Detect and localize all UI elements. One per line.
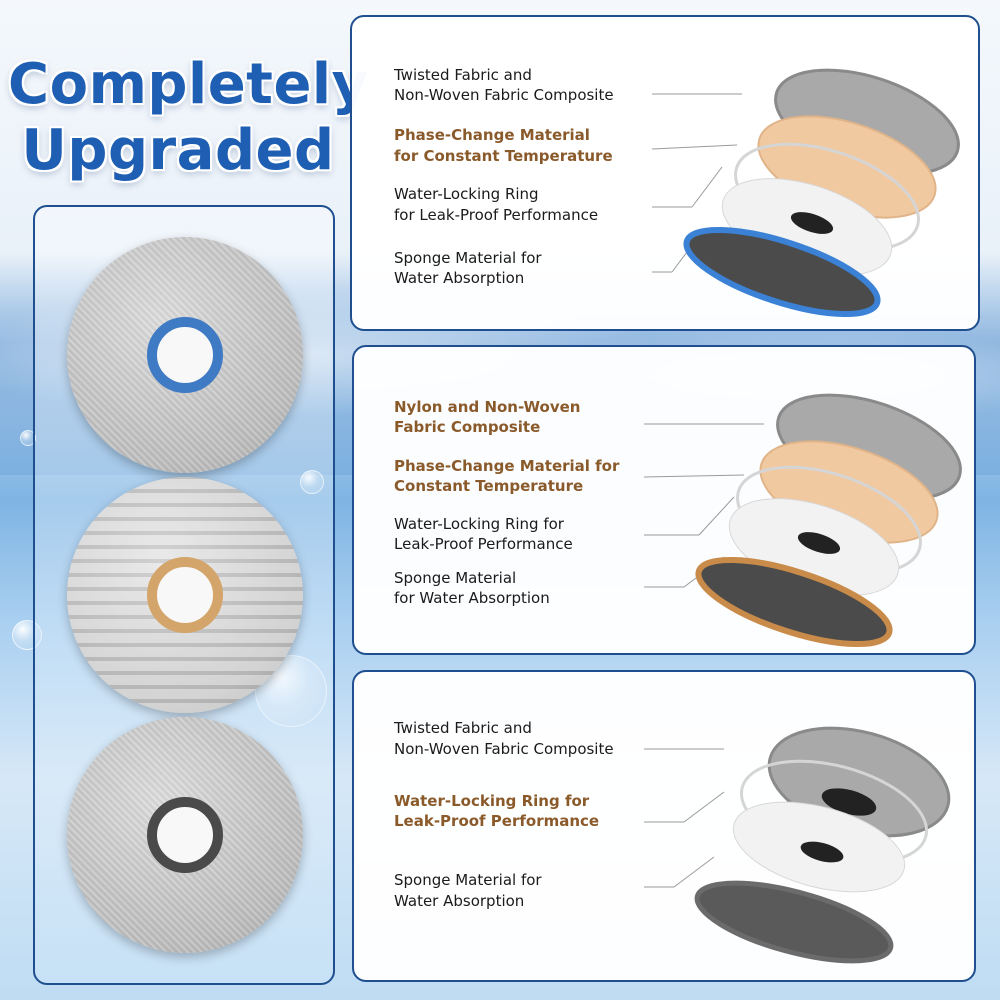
pad-center-ring [147,317,223,393]
layer-label-line: Water Absorption [394,269,525,287]
layer-label-line: Leak-Proof Performance [394,535,573,553]
exploded-layer-diagram [651,68,960,318]
water-bubble [12,620,42,650]
sponge-center-hole [800,841,844,863]
layer-label-line: Non-Woven Fabric Composite [394,86,614,104]
exploded-layer-diagram [643,393,962,648]
layer-label-line: Water-Locking Ring for [394,792,590,810]
layer-label-line: Sponge Material for [394,871,542,889]
base-ring [694,880,894,964]
layer-label-line: for Leak-Proof Performance [394,206,599,224]
pad-center-ring [147,557,223,633]
sponge-center-hole [797,532,841,554]
fabric-center-hole [821,788,877,816]
base-ring [683,226,881,318]
layer-label-line: Twisted Fabric and [394,66,532,84]
sponge-center-hole [790,212,834,234]
layer-label-line: Constant Temperature [394,477,584,495]
layer-label-line: for Constant Temperature [394,147,613,165]
water-bubble [20,430,36,446]
layer-label-line: Phase-Change Material for [394,457,620,475]
base-ring [695,556,893,648]
layer-label-line: Water-Locking Ring [394,185,539,203]
water-bubble [300,470,324,494]
headline: Completely Upgraded [8,52,368,184]
layer-label-line: Nylon and Non-Woven [394,398,581,416]
exploded-layer-diagram [644,726,951,964]
headline-line-2: Upgraded [21,118,335,183]
layer-panel-2: Nylon and Non-Woven Fabric Composite Pha… [352,345,976,655]
layer-label-line: Fabric Composite [394,418,541,436]
twisted-fabric-mop-pad-image [67,237,303,473]
layer-label-line: Leak-Proof Performance [394,812,600,830]
pad-center-ring [147,797,223,873]
mop-pad-showcase-panel [33,205,335,985]
layer-panel-3: Twisted Fabric and Non-Woven Fabric Comp… [352,670,976,982]
layer-label-line: Sponge Material for [394,249,542,267]
layer-label-line: Twisted Fabric and [394,719,532,737]
basic-mop-pad-image [67,717,303,953]
nylon-mop-pad-image [67,477,303,713]
layer-panel-1: Twisted Fabric and Non-Woven Fabric Comp… [350,15,980,331]
layer-label-line: Sponge Material [394,569,517,587]
layer-label-line: Water Absorption [394,892,525,910]
layer-label-line: Non-Woven Fabric Composite [394,740,614,758]
headline-line-1: Completely [8,52,369,117]
layer-label-line: Water-Locking Ring for [394,515,564,533]
layer-label-line: Phase-Change Material [394,126,590,144]
layer-label-line: for Water Absorption [394,589,550,607]
